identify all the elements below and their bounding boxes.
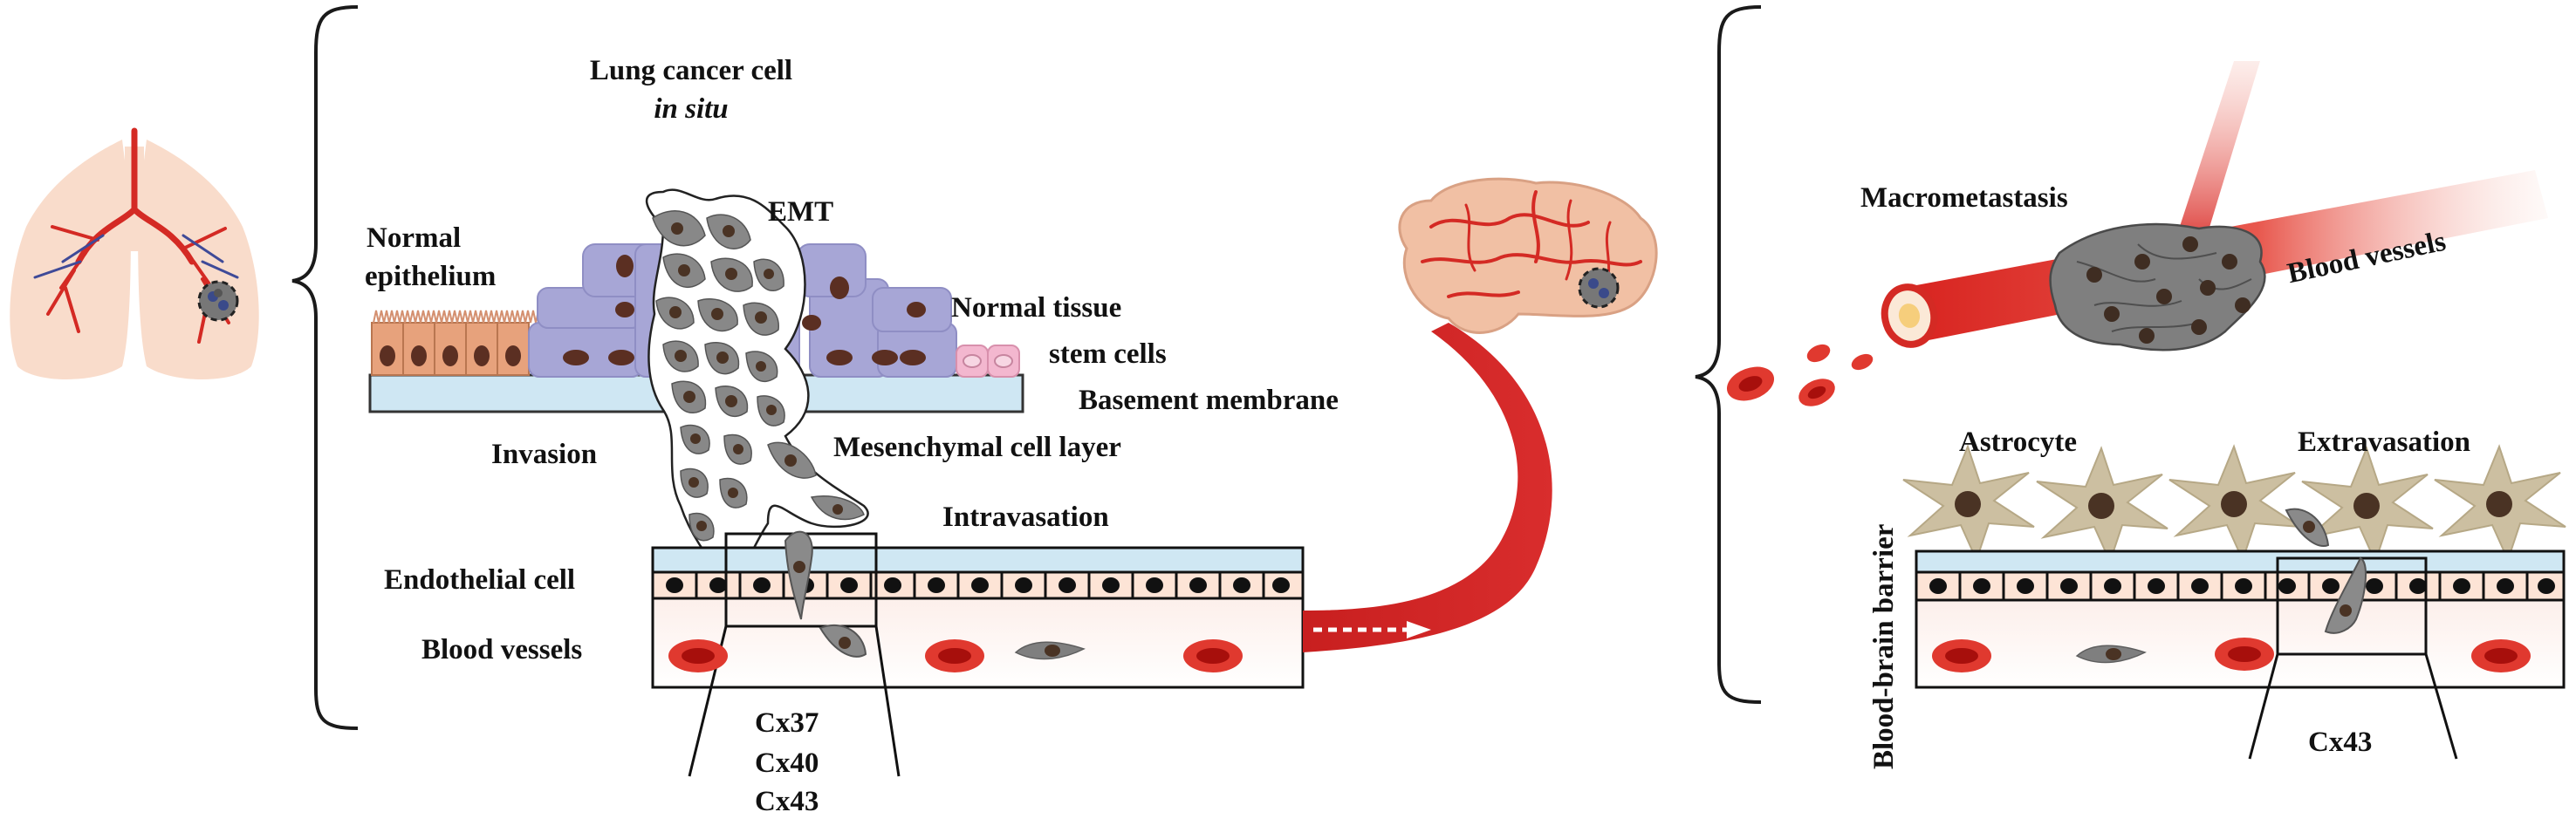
lung-icon [10,127,259,379]
circulation-stream [1303,323,1552,652]
blood-vessel-left [651,530,1305,777]
tumor-mass [645,188,869,577]
label-cx43-right: Cx43 [2308,727,2373,758]
label-in-situ: in situ [654,93,729,125]
label-normal-tissue-1: Normal tissue [951,292,1122,324]
red-blood-cell-icon [1726,344,1874,406]
label-invasion: Invasion [491,439,598,470]
label-cx43-left: Cx43 [755,786,819,817]
label-intravasation: Intravasation [942,502,1109,533]
label-mesenchymal-layer: Mesenchymal cell layer [833,432,1121,463]
label-cx37: Cx37 [755,707,819,739]
astrocyte-icon [1902,446,2566,563]
brain-icon [1398,177,1658,334]
label-astrocyte: Astrocyte [1959,427,2077,458]
macrometastasis-vessels [1726,61,2548,406]
label-normal-epithelium-2: epithelium [365,261,497,292]
label-endothelial-cell: Endothelial cell [384,564,576,596]
label-emt: EMT [768,196,834,228]
label-macrometastasis: Macrometastasis [1860,182,2068,214]
left-brace [291,5,359,730]
label-basement-membrane: Basement membrane [1079,385,1339,416]
label-blood-brain-barrier: Blood-brain barrier [1868,523,1900,769]
label-normal-tissue-2: stem cells [1049,338,1167,370]
blood-brain-barrier-vessel [1902,446,2566,760]
label-lung-cancer-cell: Lung cancer cell [589,55,793,86]
label-blood-vessels-left: Blood vessels [421,634,583,665]
label-extravasation: Extravasation [2298,427,2470,458]
right-brace [1695,5,1762,704]
label-cx40: Cx40 [755,747,819,779]
label-normal-epithelium-1: Normal [367,222,462,254]
